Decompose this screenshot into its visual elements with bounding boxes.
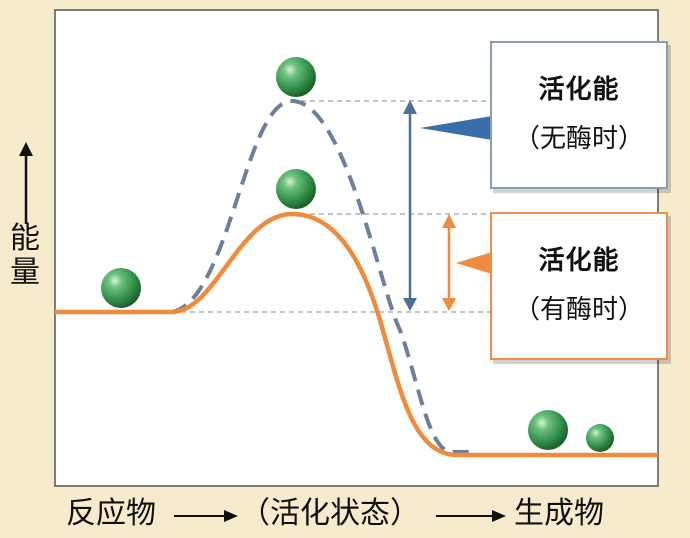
callout-no-enzyme: 活化能 （无酶时）: [490, 41, 668, 189]
callout-with-enzyme-title: 活化能: [538, 246, 620, 276]
y-axis-label: 能 量: [8, 222, 42, 290]
catalyzed-transition-ball: [276, 169, 316, 209]
right-arrow-icon: [174, 510, 238, 522]
y-axis-label-line1: 能: [10, 221, 40, 256]
reactant-molecule-ball: [101, 268, 141, 308]
uncatalyzed-energy-curve: [171, 98, 470, 454]
callout-with-enzyme-subtitle: （有酶时）: [513, 295, 644, 325]
uncatalyzed-callout-pointer: [420, 116, 492, 140]
callout-with-enzyme: 活化能 （有酶时）: [490, 212, 668, 360]
uncatalyzed-activation-arrow: [403, 100, 417, 311]
x-axis-row: 反应物 （活化状态） 生成物: [0, 494, 690, 534]
catalyzed-callout-pointer: [456, 252, 492, 274]
callout-no-enzyme-subtitle: （无酶时）: [513, 124, 644, 154]
callout-no-enzyme-title: 活化能: [538, 75, 620, 105]
y-axis-label-line2: 量: [10, 255, 40, 290]
right-arrow-icon: [436, 510, 506, 522]
x-axis-transition-state-label: （活化状态）: [240, 496, 420, 531]
uncatalyzed-transition-ball: [276, 57, 316, 97]
product-molecule-ball-large: [528, 410, 568, 450]
x-axis-reactants-label: 反应物: [66, 496, 156, 531]
product-molecule-ball-small: [586, 424, 614, 452]
x-axis-products-label: 生成物: [514, 496, 604, 531]
catalyzed-activation-arrow: [442, 214, 456, 311]
catalyzed-energy-curve: [55, 211, 658, 458]
up-arrow-icon: [19, 142, 33, 224]
